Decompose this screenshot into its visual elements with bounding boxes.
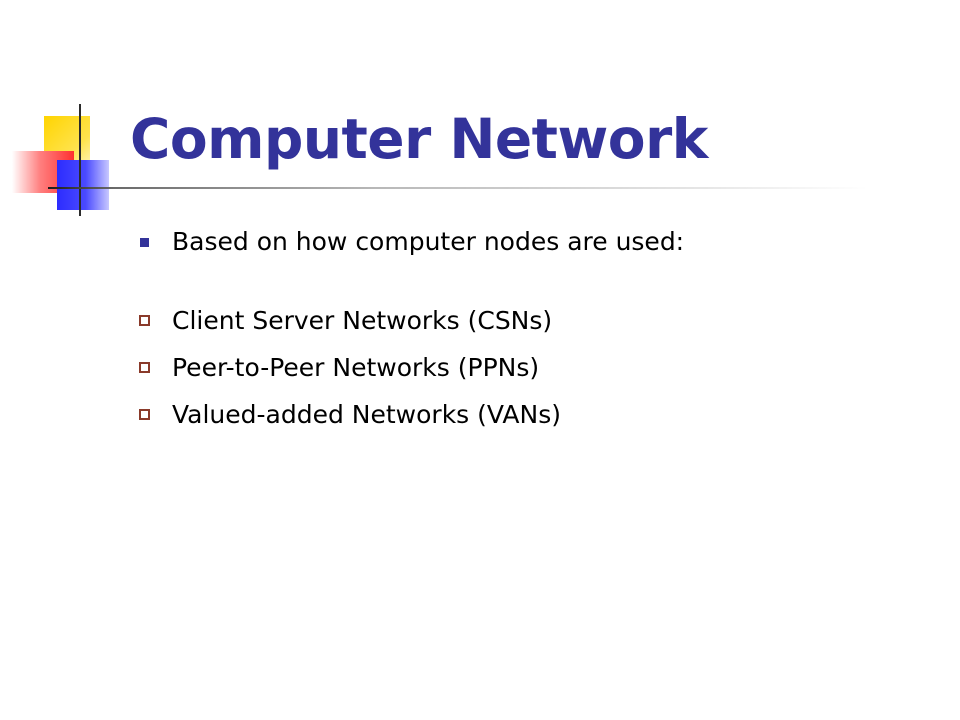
- bullet-text: Based on how computer nodes are used:: [172, 227, 685, 256]
- hollow-square-bullet-icon: [139, 409, 150, 420]
- bullet-text: Client Server Networks (CSNs): [172, 306, 553, 335]
- bullet-text: Valued-added Networks (VANs): [172, 400, 561, 429]
- bullet-item: Valued-added Networks (VANs): [138, 395, 684, 435]
- hollow-square-bullet-icon: [139, 362, 150, 373]
- bullet-item: Based on how computer nodes are used:: [138, 222, 684, 262]
- slide-title: Computer Network: [130, 107, 708, 171]
- bullet-item: Client Server Networks (CSNs): [138, 301, 684, 341]
- bullet-text: Peer-to-Peer Networks (PPNs): [172, 353, 540, 382]
- corner-decoration: [0, 0, 140, 230]
- vertical-divider-line: [79, 104, 81, 216]
- filled-square-bullet-icon: [140, 238, 149, 247]
- hollow-square-bullet-icon: [139, 315, 150, 326]
- bullet-item: Peer-to-Peer Networks (PPNs): [138, 348, 684, 388]
- bullet-list: Based on how computer nodes are used: Cl…: [138, 222, 684, 435]
- blue-square-decoration: [57, 160, 109, 210]
- title-underline: [48, 187, 868, 189]
